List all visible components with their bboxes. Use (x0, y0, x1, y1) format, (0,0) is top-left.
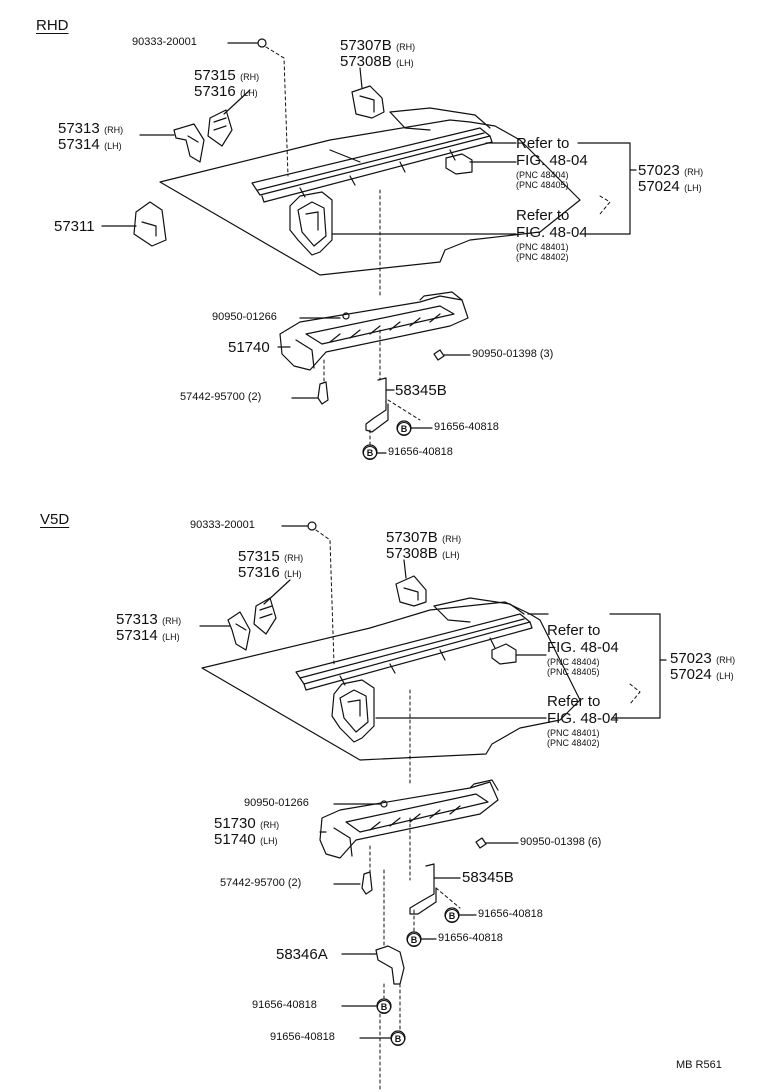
label-step-51740: 51740 (LH) (214, 831, 278, 848)
section-title-v5d: V5D (40, 511, 70, 528)
label-57316: 57316 (LH) (194, 83, 258, 100)
rhd-part-57311 (133, 201, 167, 247)
label-57024: 57024 (LH) (670, 666, 734, 683)
label-bolt-91656-40818-a: 91656-40818 (434, 421, 499, 433)
label-bolt-91656-40818-a: 91656-40818 (478, 908, 543, 920)
rhd-step (279, 295, 469, 371)
rhd-part-57313 (173, 123, 205, 163)
bolt-mark: B (407, 933, 421, 947)
label-plug-90950-01266: 90950-01266 (244, 797, 309, 809)
v5d-bracket-58346a (375, 945, 405, 985)
rhd-drawing (101, 38, 637, 460)
ref-fig-48-04-upper: Refer to FIG. 48-04 (PNC 48404)(PNC 4840… (547, 622, 619, 677)
label-clip-57442-95700: 57442-95700 (2) (220, 877, 302, 889)
label-plug-90950-01266: 90950-01266 (212, 311, 277, 323)
bolt-mark: B (391, 1032, 405, 1046)
bolt-mark: B (363, 446, 377, 460)
figure-code: MB R561 (676, 1059, 722, 1071)
v5d-part-nut (491, 643, 517, 665)
label-57307b: 57307B (RH) (386, 529, 462, 546)
label-step-51740: 51740 (228, 339, 270, 356)
label-clip-57442-95700: 57442-95700 (2) (180, 391, 262, 403)
label-bolt-91656-40818-b: 91656-40818 (438, 932, 503, 944)
label-bolt-91656-40818-d: 91656-40818 (270, 1031, 335, 1043)
bolt-mark: B (397, 422, 411, 436)
label-plug-90950-01398: 90950-01398 (3) (472, 348, 554, 360)
bolt-mark: B (377, 1000, 391, 1014)
label-57308b: 57308B (LH) (386, 545, 460, 562)
label-screw-90333: 90333-20001 (190, 519, 255, 531)
label-57314: 57314 (LH) (116, 627, 180, 644)
label-57313: 57313 (RH) (116, 611, 182, 628)
rhd-center-bracket (289, 191, 333, 256)
rhd-bracket-58345b (365, 377, 389, 433)
label-57308b: 57308B (LH) (340, 53, 414, 70)
label-bracket-58346a: 58346A (276, 946, 328, 963)
rhd-part-57315 (207, 109, 233, 147)
label-bracket-58345b: 58345B (462, 869, 514, 886)
label-57316: 57316 (LH) (238, 564, 302, 581)
label-57023: 57023 (RH) (670, 650, 736, 667)
label-bolt-91656-40818-b: 91656-40818 (388, 446, 453, 458)
v5d-floor-panel (201, 601, 581, 761)
v5d-bracket-58345b (409, 863, 437, 915)
ref-fig-48-04-lower: Refer to FIG. 48-04 (PNC 48401)(PNC 4840… (516, 207, 588, 262)
label-step-51730: 51730 (RH) (214, 815, 280, 832)
label-bracket-58345b: 58345B (395, 382, 447, 399)
v5d-center-bracket (331, 679, 375, 743)
label-57315: 57315 (RH) (238, 548, 304, 565)
rhd-part-57307b (351, 85, 385, 119)
v5d-part-57313 (227, 611, 251, 651)
label-57023: 57023 (RH) (638, 162, 704, 179)
label-bolt-91656-40818-c: 91656-40818 (252, 999, 317, 1011)
v5d-part-57307b (395, 575, 427, 607)
v5d-step (319, 781, 499, 859)
label-57307b: 57307B (RH) (340, 37, 416, 54)
label-57313: 57313 (RH) (58, 120, 124, 137)
rhd-part-nut (445, 153, 473, 175)
bolt-mark: B (445, 909, 459, 923)
label-57024: 57024 (LH) (638, 178, 702, 195)
label-screw-90333: 90333-20001 (132, 36, 197, 48)
section-title-rhd: RHD (36, 17, 69, 34)
label-plug-90950-01398: 90950-01398 (6) (520, 836, 602, 848)
ref-fig-48-04-upper: Refer to FIG. 48-04 (PNC 48404)(PNC 4840… (516, 135, 588, 190)
v5d-part-57315 (253, 597, 277, 635)
label-57315: 57315 (RH) (194, 67, 260, 84)
label-57314: 57314 (LH) (58, 136, 122, 153)
v5d-drawing (199, 521, 667, 1046)
rhd-floor-panel (159, 119, 581, 276)
label-57311: 57311 (54, 218, 95, 235)
ref-fig-48-04-lower: Refer to FIG. 48-04 (PNC 48401)(PNC 4840… (547, 693, 619, 748)
